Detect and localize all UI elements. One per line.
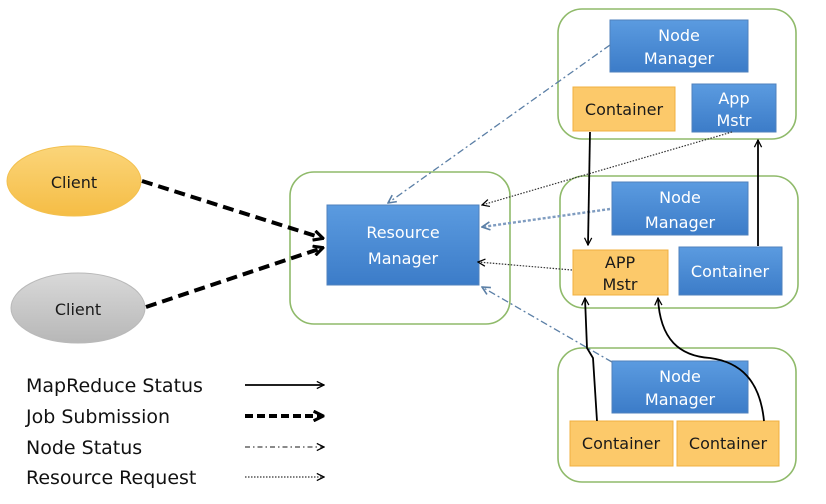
node-status-arrow-3 <box>482 287 613 363</box>
legend-label-job-submission: Job Submission <box>25 406 170 428</box>
node-manager-3: Node Manager <box>611 360 749 414</box>
resource-request-arrow-1 <box>482 131 733 205</box>
container-node1: Container <box>572 86 676 132</box>
container-node3-a-label: Container <box>582 434 661 453</box>
client-2-label: Client <box>55 300 101 319</box>
node-manager-1-label-2: Manager <box>644 49 715 68</box>
container-node1-label: Container <box>585 100 664 119</box>
legend: MapReduce Status Job Submission Node Sta… <box>25 375 324 489</box>
resource-manager-label-1: Resource <box>366 223 439 242</box>
legend-label-resource-request: Resource Request <box>26 467 196 489</box>
job-submission-arrow-1 <box>141 179 322 238</box>
node-manager-2-label-2: Manager <box>645 213 716 232</box>
resource-request-arrow-2 <box>478 262 573 271</box>
container-node2: Container <box>678 246 783 296</box>
container-node3-b-label: Container <box>689 434 768 453</box>
container-node3-a: Container <box>569 420 674 467</box>
container-node2-label: Container <box>691 262 770 281</box>
mapreduce-status-arrow-1 <box>588 131 590 245</box>
container-node3-b: Container <box>676 420 780 467</box>
job-submission-arrow-2 <box>145 248 322 309</box>
resource-manager: Resource Manager <box>326 204 480 286</box>
client-1-label: Client <box>51 173 97 192</box>
mapreduce-status-arrow-4 <box>658 298 765 422</box>
node-manager-1: Node Manager <box>609 19 749 73</box>
node-status-arrow-1 <box>388 44 611 203</box>
app-master-node2-label-2: Mstr <box>603 275 638 294</box>
legend-label-node-status: Node Status <box>26 437 142 459</box>
legend-label-mapreduce-status: MapReduce Status <box>26 375 203 397</box>
client-2: Client <box>10 272 146 344</box>
app-master-node1-label-2: Mstr <box>717 111 752 130</box>
resource-manager-label-2: Manager <box>368 249 439 268</box>
app-master-node1-label-1: App <box>718 89 749 108</box>
node-manager-2: Node Manager <box>611 181 749 236</box>
app-master-node2-label-1: APP <box>605 253 636 272</box>
node-manager-3-label-2: Manager <box>645 390 716 409</box>
client-1: Client <box>6 145 142 217</box>
node-manager-1-label-1: Node <box>658 26 700 45</box>
node-manager-2-label-1: Node <box>659 188 701 207</box>
node-manager-3-label-1: Node <box>659 367 701 386</box>
mapreduce-status-arrow-3 <box>585 298 598 422</box>
app-master-node2: APP Mstr <box>572 249 669 296</box>
app-master-node1: App Mstr <box>691 83 777 133</box>
